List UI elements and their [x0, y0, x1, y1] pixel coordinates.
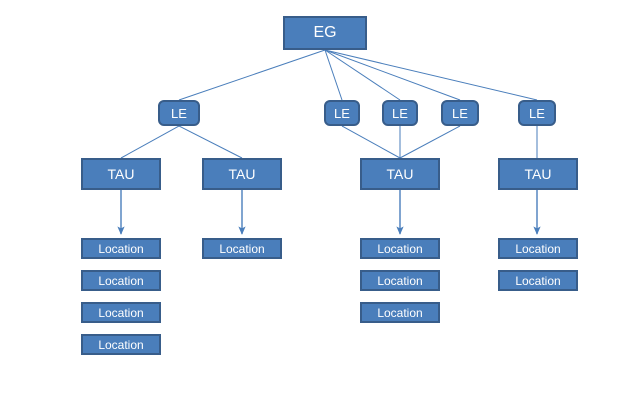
node-le-le5[interactable]: LE	[518, 100, 556, 126]
node-label: TAU	[107, 166, 135, 182]
node-location-loc2a[interactable]: Location	[202, 238, 282, 259]
edge-eg1-to-le5	[324, 49, 538, 101]
node-tau-tau2[interactable]: TAU	[202, 158, 282, 190]
node-label: Location	[515, 273, 561, 288]
node-location-loc3b[interactable]: Location	[360, 270, 440, 291]
edge-eg1-to-le4	[324, 49, 461, 101]
node-label: Location	[98, 305, 144, 320]
node-label: TAU	[386, 166, 414, 182]
node-label: LE	[392, 105, 408, 121]
connector-lines	[117, 49, 541, 235]
node-location-loc4b[interactable]: Location	[498, 270, 578, 291]
node-label: Location	[219, 241, 265, 256]
node-le-le2[interactable]: LE	[324, 100, 360, 126]
node-label: LE	[529, 105, 545, 121]
node-location-loc4a[interactable]: Location	[498, 238, 578, 259]
node-le-le4[interactable]: LE	[441, 100, 479, 126]
node-tau-tau1[interactable]: TAU	[81, 158, 161, 190]
node-label: TAU	[524, 166, 552, 182]
node-location-loc3c[interactable]: Location	[360, 302, 440, 323]
node-label: EG	[313, 24, 337, 41]
edge-le1-to-tau1	[120, 125, 180, 159]
edge-le2-to-tau3	[341, 125, 401, 159]
node-label: LE	[334, 105, 350, 121]
node-location-loc1d[interactable]: Location	[81, 334, 161, 355]
node-label: Location	[377, 273, 423, 288]
node-label: Location	[515, 241, 561, 256]
edge-le4-to-tau3	[399, 125, 461, 159]
node-tau-tau4[interactable]: TAU	[498, 158, 578, 190]
node-location-loc1b[interactable]: Location	[81, 270, 161, 291]
node-location-loc1c[interactable]: Location	[81, 302, 161, 323]
edge-le1-to-tau2	[178, 125, 243, 159]
edge-eg1-to-le3	[324, 49, 401, 101]
node-tau-tau3[interactable]: TAU	[360, 158, 440, 190]
node-le-le1[interactable]: LE	[158, 100, 200, 126]
node-location-loc3a[interactable]: Location	[360, 238, 440, 259]
edge-eg1-to-le2	[324, 49, 343, 101]
node-label: Location	[98, 337, 144, 352]
node-label: LE	[171, 105, 187, 121]
node-label: Location	[98, 241, 144, 256]
node-eg-eg1[interactable]: EG	[283, 16, 367, 50]
node-label: Location	[377, 305, 423, 320]
node-le-le3[interactable]: LE	[382, 100, 418, 126]
node-label: Location	[98, 273, 144, 288]
node-label: TAU	[228, 166, 256, 182]
node-location-loc1a[interactable]: Location	[81, 238, 161, 259]
edge-eg1-to-le1	[178, 49, 326, 101]
node-label: LE	[452, 105, 468, 121]
node-label: Location	[377, 241, 423, 256]
